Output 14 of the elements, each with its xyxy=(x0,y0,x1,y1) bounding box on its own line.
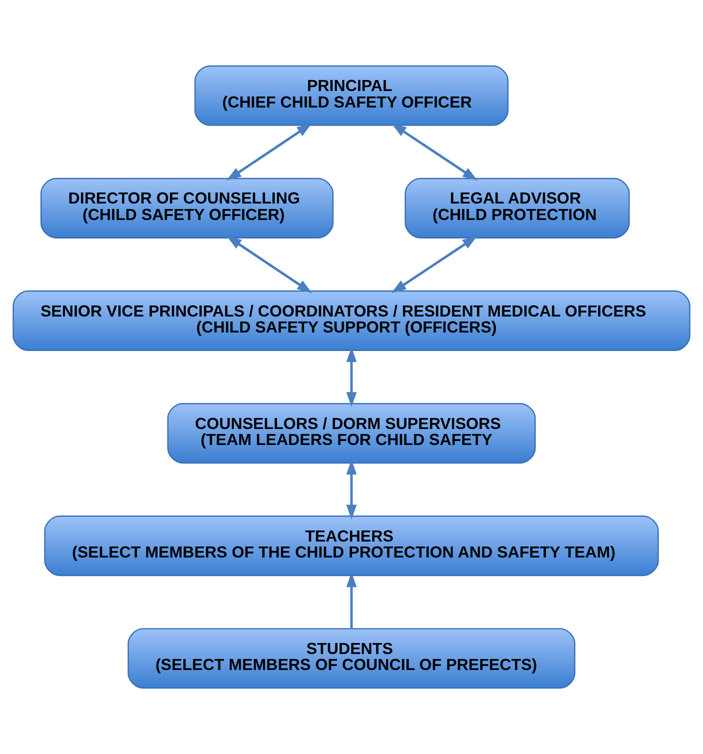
node-box: PRINCIPAL (CHIEF CHILD SAFETY OFFICER xyxy=(194,65,509,126)
arrow xyxy=(346,347,357,408)
node-box: DIRECTOR OF COUNSELLING (CHILD SAFETY OFFICER) xyxy=(40,178,334,238)
arrow xyxy=(346,572,357,628)
arrow xyxy=(226,123,312,181)
node-box: STUDENTS (SELECT MEMBERS OF COUNCIL OF PREFECTS) xyxy=(128,628,576,689)
node-box: LEGAL ADVISOR (CHILD PROTECTION xyxy=(404,178,630,238)
arrow xyxy=(346,460,357,520)
arrow xyxy=(391,236,478,294)
node-box: SENIOR VICE PRINCIPALS / COORDINATORS / RESIDENT MEDICAL OFFICERS (CHILD SAFETY SUPPORT (OFFICERS) xyxy=(12,290,690,352)
node-box: COUNSELLORS / DORM SUPERVISORS (TEAM LEADERS FOR CHILD SAFETY xyxy=(167,402,536,464)
node-box: TEACHERS (SELECT MEMBERS OF THE CHILD PROTECTION AND SAFETY TEAM) xyxy=(44,516,659,576)
arrow xyxy=(226,236,312,294)
arrow xyxy=(392,123,478,181)
